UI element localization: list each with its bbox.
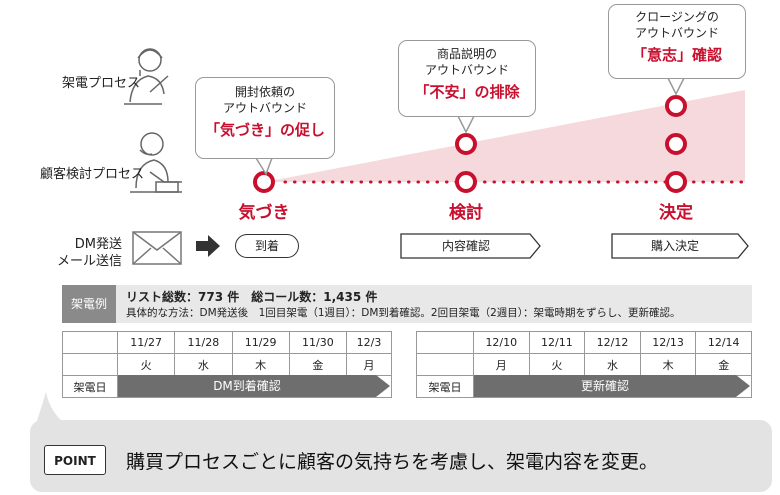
cal1-bar	[118, 375, 390, 397]
bubble-consider-highlight: 「不安」の排除	[414, 83, 520, 101]
cal2-bar-label: 更新確認	[580, 379, 629, 393]
bubble-consider-line1: 商品説明の	[436, 47, 497, 61]
call-example-line1: リスト総数：773 件 総コール数：1,435 件	[126, 290, 378, 304]
bubble-decide-highlight: 「意志」確認	[631, 46, 722, 64]
cal1-bar-label: DM到着確認	[213, 379, 281, 393]
dm-step-arrow-3	[611, 233, 749, 259]
stage-circle-awareness	[253, 171, 275, 193]
cal1-date: 11/29	[231, 331, 290, 354]
cal2-row-label: 架電日	[416, 375, 474, 398]
dm-step-arrow-2	[400, 233, 541, 259]
bubble-awareness-highlight: 「気づき」の促し	[204, 121, 325, 139]
bubble-consider-line2: アウトバウンド	[424, 63, 509, 77]
right-arrow-icon	[196, 235, 220, 257]
stage-circle-decide-mid	[665, 133, 687, 155]
stage-circle-decide	[665, 171, 687, 193]
bubble-consider: 商品説明の アウトバウンド 「不安」の排除	[398, 40, 536, 117]
dm-step-arrival: 到着	[235, 234, 299, 258]
consideration-wedge	[265, 90, 745, 182]
cal1-date: 11/28	[174, 331, 233, 354]
point-tag: POINT	[44, 445, 106, 475]
bubble-awareness-line1: 開封依頼の	[234, 85, 295, 99]
bubble-decide-line1: クロージングの	[635, 10, 719, 24]
stage-consider: 検討	[449, 203, 483, 223]
bubble-decide: クロージングの アウトバウンド 「意志」確認	[608, 4, 746, 79]
call-process-label: 架電プロセス	[62, 76, 141, 91]
call-example-label: 架電例	[62, 285, 116, 323]
stage-circle-consider	[455, 171, 477, 193]
thinking-customer-icon	[130, 132, 182, 193]
cal1-date: 11/30	[288, 331, 348, 354]
bubble-decide-line2: アウトバウンド	[634, 26, 719, 40]
dm-step-content-check: 内容確認	[441, 239, 490, 253]
cal1-date: 12/3	[346, 331, 392, 354]
dm-label-1: DM発送	[74, 237, 122, 252]
cal1-date: 11/27	[116, 331, 176, 354]
point-text: 購買プロセスごとに顧客の気持ちを考慮し、架電内容を変更。	[126, 451, 659, 473]
dm-step-purchase: 購入決定	[650, 239, 699, 253]
cal1-row-label: 架電日	[62, 375, 118, 398]
stage-decide: 決定	[659, 203, 693, 223]
customer-process-label: 顧客検討プロセス	[40, 167, 145, 182]
stage-circle-decide-top	[665, 95, 687, 117]
stage-awareness: 気づき	[238, 203, 290, 223]
bubble-awareness-line2: アウトバウンド	[222, 101, 307, 115]
dm-label-2: メール送信	[57, 254, 123, 269]
cal2-date: 12/10	[473, 331, 530, 354]
cal1-day: 月	[346, 353, 392, 376]
cal1-day: 金	[288, 353, 348, 376]
cal2-bar	[474, 375, 750, 397]
envelope-icon	[132, 231, 182, 265]
point-banner	[30, 420, 772, 492]
stage-circle-consider-upper	[455, 133, 477, 155]
cal2-date: 12/14	[695, 331, 752, 354]
cal2-date: 12/12	[584, 331, 641, 354]
call-example-box: 架電例 リスト総数：773 件 総コール数：1,435 件 具体的な方法：DM発…	[62, 285, 752, 323]
bubble-awareness: 開封依頼の アウトバウンド 「気づき」の促し	[195, 77, 335, 159]
cal2-date: 12/11	[528, 331, 586, 354]
call-example-line2: 具体的な方法：DM発送後 1回目架電（1週目）：DM到着確認。2回目架電（2週目…	[126, 307, 681, 319]
cal2-date: 12/13	[639, 331, 697, 354]
phone-operator-icon	[124, 48, 169, 105]
